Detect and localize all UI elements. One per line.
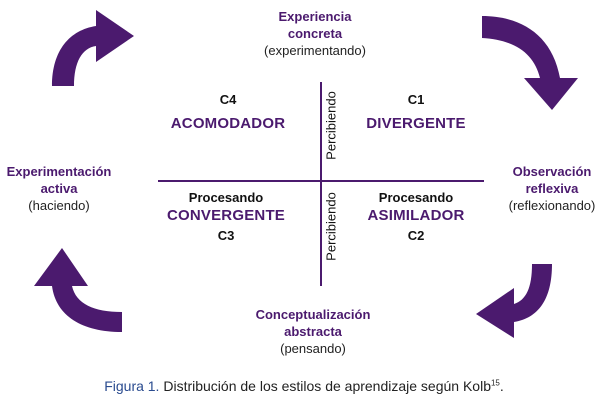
quadrant-code: C1 xyxy=(407,92,425,107)
figure-caption: Figura 1. Distribución de los estilos de… xyxy=(0,378,608,394)
curved-arrow-icon xyxy=(482,16,578,110)
quadrant-top-right: C1 DIVERGENTE xyxy=(346,92,486,132)
pole-top-title-2: concreta xyxy=(287,26,343,41)
pole-bottom-sub: (pensando) xyxy=(280,341,346,356)
caption-label: Figura 1. xyxy=(104,378,160,394)
curved-arrow-icon xyxy=(52,10,134,86)
pole-left-title-1: Experimentación xyxy=(6,164,112,179)
pole-bottom: Conceptualización abstracta (pensando) xyxy=(228,306,398,357)
quadrant-bottom-right: Procesando ASIMILADOR C2 xyxy=(346,190,486,243)
pole-right-title-2: reflexiva xyxy=(525,181,579,196)
curved-arrow-icon xyxy=(476,264,552,338)
style-name: CONVERGENTE xyxy=(166,207,286,224)
quadrant-code: C2 xyxy=(407,228,425,243)
quadrant-process: Procesando xyxy=(188,190,264,205)
pole-right-title-1: Observación xyxy=(512,164,592,179)
quadrant-bottom-left: Procesando CONVERGENTE C3 xyxy=(156,190,296,243)
caption-end: . xyxy=(499,378,504,394)
axis-label-lower: Percibiendo xyxy=(323,192,339,261)
pole-right-sub: (reflexionando) xyxy=(508,198,596,213)
pole-top-sub: (experimentando) xyxy=(264,43,366,58)
pole-bottom-title-1: Conceptualización xyxy=(255,307,371,322)
pole-left-sub: (haciendo) xyxy=(28,198,90,213)
quadrant-code: C3 xyxy=(217,228,235,243)
caption-reference: 15 xyxy=(490,378,500,388)
style-name: ASIMILADOR xyxy=(367,207,465,224)
quadrant-process: Procesando xyxy=(378,190,454,205)
quadrant-top-left: C4 ACOMODADOR xyxy=(158,92,298,132)
pole-top: Experiencia concreta (experimentando) xyxy=(230,8,400,59)
curved-arrow-icon xyxy=(34,248,122,332)
axis-label-upper: Percibiendo xyxy=(323,91,339,160)
style-name: ACOMODADOR xyxy=(170,115,286,132)
pole-top-title-1: Experiencia xyxy=(278,9,352,24)
pole-left-title-2: activa xyxy=(40,181,78,196)
caption-text: Distribución de los estilos de aprendiza… xyxy=(159,378,491,394)
pole-right: Observación reflexiva (reflexionando) xyxy=(496,163,608,214)
quadrant-code: C4 xyxy=(219,92,237,107)
pole-bottom-title-2: abstracta xyxy=(284,324,342,339)
style-name: DIVERGENTE xyxy=(366,115,466,132)
pole-left: Experimentación activa (haciendo) xyxy=(0,163,118,214)
